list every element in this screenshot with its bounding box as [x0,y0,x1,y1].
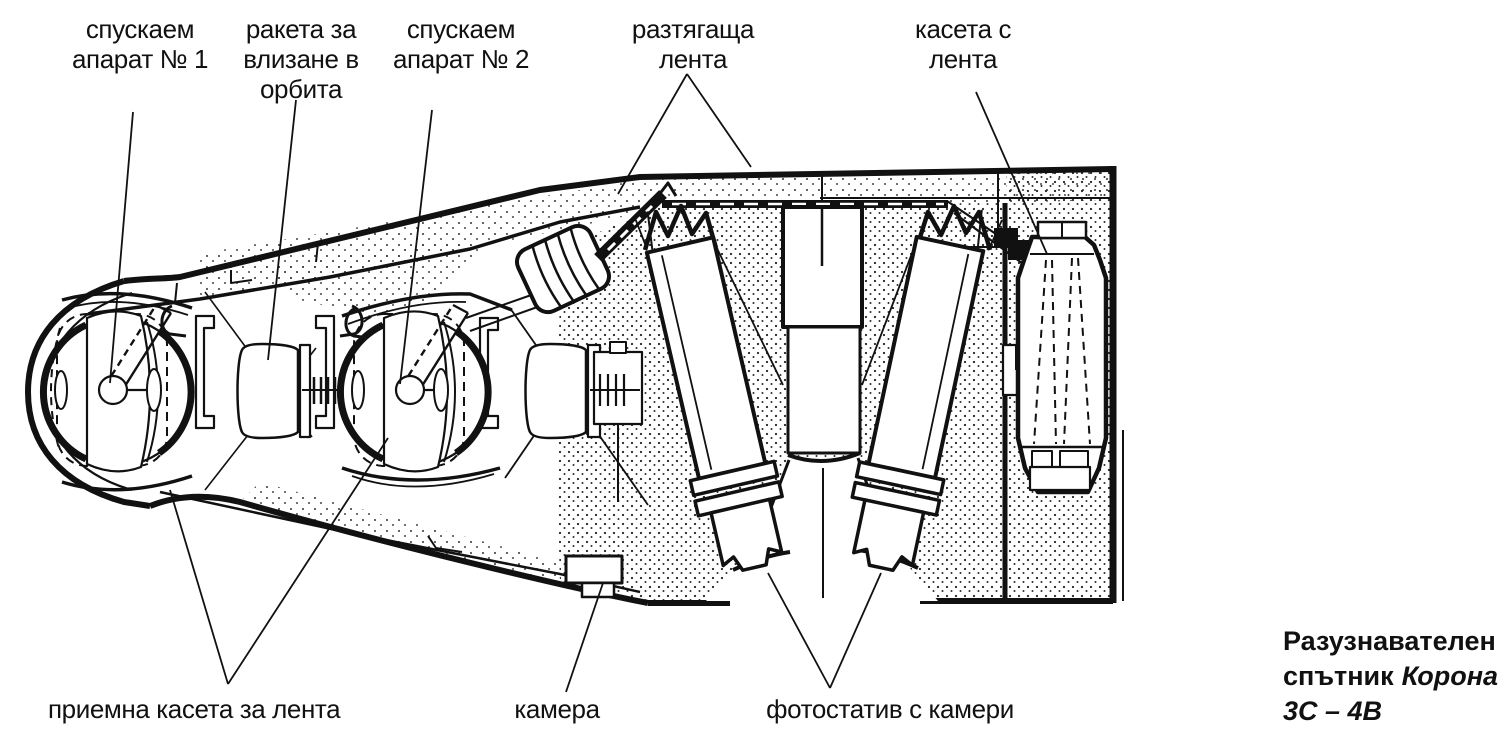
descent-capsule-2-drawing [336,303,492,473]
label-line: приемна касета за лента [48,694,341,724]
label-tape-cassette: касета с лента [914,14,1012,74]
label-line: ракета за [245,14,357,44]
film-tape-path [465,181,1031,332]
label-camera-stand: фотостатив с камери [766,694,1014,724]
film-cassette [1015,234,1109,495]
label-line: касета с [914,14,1012,44]
bellows-coupling [514,223,612,315]
label-line: орбита [259,74,343,104]
orbit-rocket-2 [524,342,588,440]
camera-right [850,203,1043,573]
caption-line: Разузнавателен [1283,626,1496,656]
camera-window [564,554,624,599]
descent-capsule-1-drawing [39,303,195,473]
label-line: разтягаща [631,14,755,44]
label-stretching-tape: разтягаща лента [631,14,755,74]
label-camera: камера [514,694,600,724]
label-line: влизане в [243,44,359,74]
label-descent-capsule-2: спускаем апарат № 2 [393,14,529,74]
label-descent-capsule-1: спускаем апарат № 1 [72,14,208,74]
camera-left [634,203,784,572]
label-line: лента [928,44,998,74]
label-line: лента [658,44,728,74]
bay-1-structure [61,291,364,492]
leader-lines [109,73,1048,693]
label-line: апарат № 1 [71,44,209,74]
caption-word: спътник [1283,661,1394,691]
caption-satellite-name: Корона [1401,661,1499,691]
label-line: камера [514,694,600,724]
label-line: апарат № 2 [392,44,530,74]
label-line: спускаем [85,14,195,44]
bay-2-structure [341,292,649,506]
label-line: спускаем [406,14,516,44]
label-line: фотостатив с камери [766,694,1014,724]
label-receiving-tape-cassette: приемна касета за лента [48,694,341,724]
hull-outline [25,166,1124,606]
orbit-rocket-1 [236,342,300,440]
caption-satellite-model: 3С – 4В [1283,696,1383,726]
cassette-block [994,203,1109,601]
label-orbit-insertion-rocket: ракета за влизане в орбита [243,14,359,104]
central-column [781,205,864,598]
